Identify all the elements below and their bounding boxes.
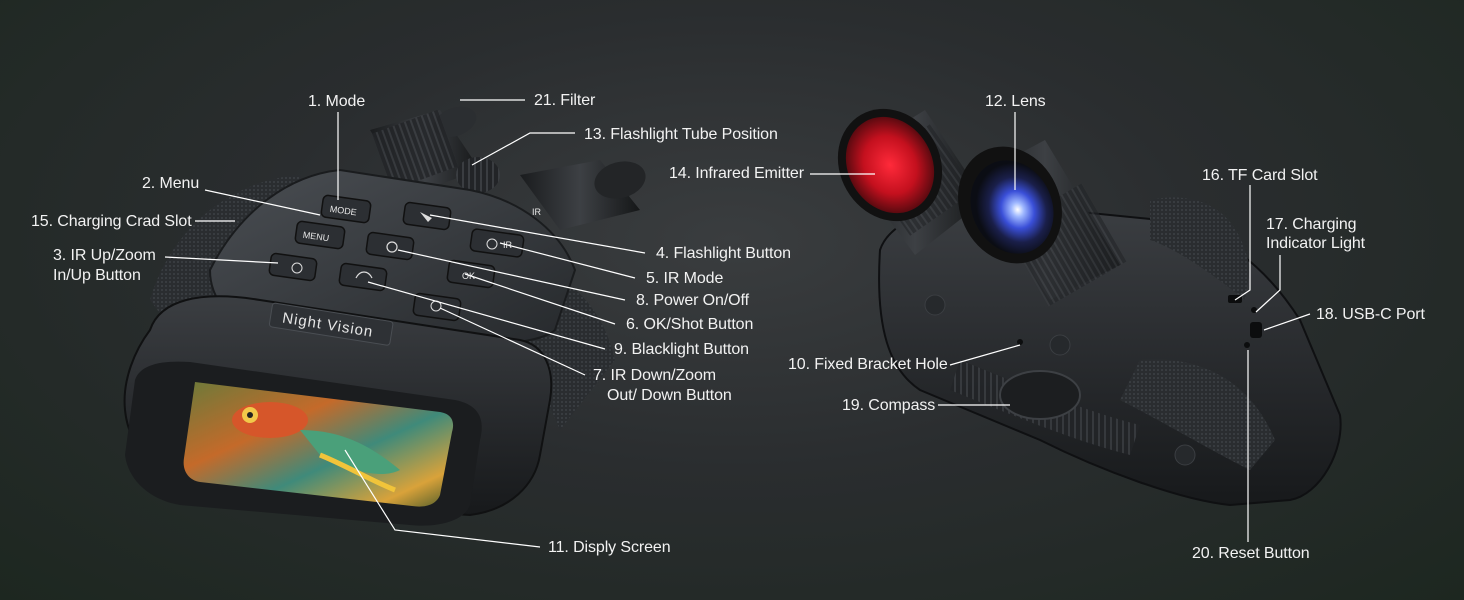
callout-power: 8. Power On/Off [636,292,749,309]
compass [999,370,1081,420]
usbc-port [1250,322,1262,338]
callout-ir-up-zoom-line1: 3. IR Up/Zoom [53,247,156,264]
focus-tube-left [370,106,480,195]
callout-ok-shot: 6. OK/Shot Button [626,316,754,333]
callout-flashlight-button: 4. Flashlight Button [656,245,791,262]
callout-blacklight: 9. Blacklight Button [614,341,749,358]
menu-button-label: MENU [302,230,330,244]
callout-lens: 12. Lens [985,93,1046,110]
callout-flashlight-tube: 13. Flashlight Tube Position [584,126,778,143]
bracket-hole [1017,339,1023,345]
callout-mode: 1. Mode [308,93,366,110]
ok-button-label: OK [462,271,475,281]
callout-ir-up-zoom-line2: In/Up Button [53,267,141,284]
callout-filter: 21. Filter [534,92,596,109]
flashlight-button[interactable] [402,201,452,231]
charging-indicator [1251,307,1257,313]
callout-ir-down-zoom-line2: Out/ Down Button [607,387,732,404]
left-leader-lines [164,99,646,548]
right-leader-lines [810,112,1311,542]
infrared-emitter [837,108,985,255]
callout-display-screen: 11. Disply Screen [548,539,671,556]
left-binocular: IR MODE MENU [123,99,646,548]
ir-up-zoom-button[interactable] [268,252,318,282]
callout-tf-card: 16. TF Card Slot [1202,167,1318,184]
flashlight-icon [420,212,432,222]
power-icon [386,241,398,253]
objective-lens [958,140,1127,307]
ir-engraving: IR [532,207,542,217]
power-button[interactable] [365,231,415,261]
reset-button[interactable] [1244,342,1250,348]
menu-button[interactable]: MENU [294,220,346,250]
callout-charging-light-line2: Indicator Light [1266,235,1366,252]
ok-shot-button[interactable]: OK [446,259,496,289]
callout-ir-mode: 5. IR Mode [646,270,724,287]
mode-button-label: MODE [329,204,357,218]
callout-menu: 2. Menu [142,175,200,192]
callout-charging-light-line1: 17. Charging [1266,216,1357,233]
callout-infrared-emitter: 14. Infrared Emitter [669,165,804,182]
zoom-in-icon [291,262,303,274]
blacklight-icon [355,271,373,279]
callout-usbc: 18. USB-C Port [1316,306,1425,323]
mode-button[interactable]: MODE [320,194,372,224]
ir-icon [486,238,498,250]
callout-ir-down-zoom-line1: 7. IR Down/Zoom [593,367,716,384]
chameleon-image [232,402,400,493]
right-binocular [810,108,1342,542]
ir-down-zoom-button[interactable] [412,292,462,322]
callout-bracket-hole: 10. Fixed Bracket Hole [788,356,948,373]
callout-reset: 20. Reset Button [1192,545,1310,562]
focus-tube-right: IR [520,160,646,230]
right-side-grip [1150,197,1250,300]
callout-charging-slot: 15. Charging Crad Slot [31,213,192,230]
callout-compass: 19. Compass [842,397,936,414]
center-knob [456,157,500,193]
right-lower-grip [1120,359,1275,470]
